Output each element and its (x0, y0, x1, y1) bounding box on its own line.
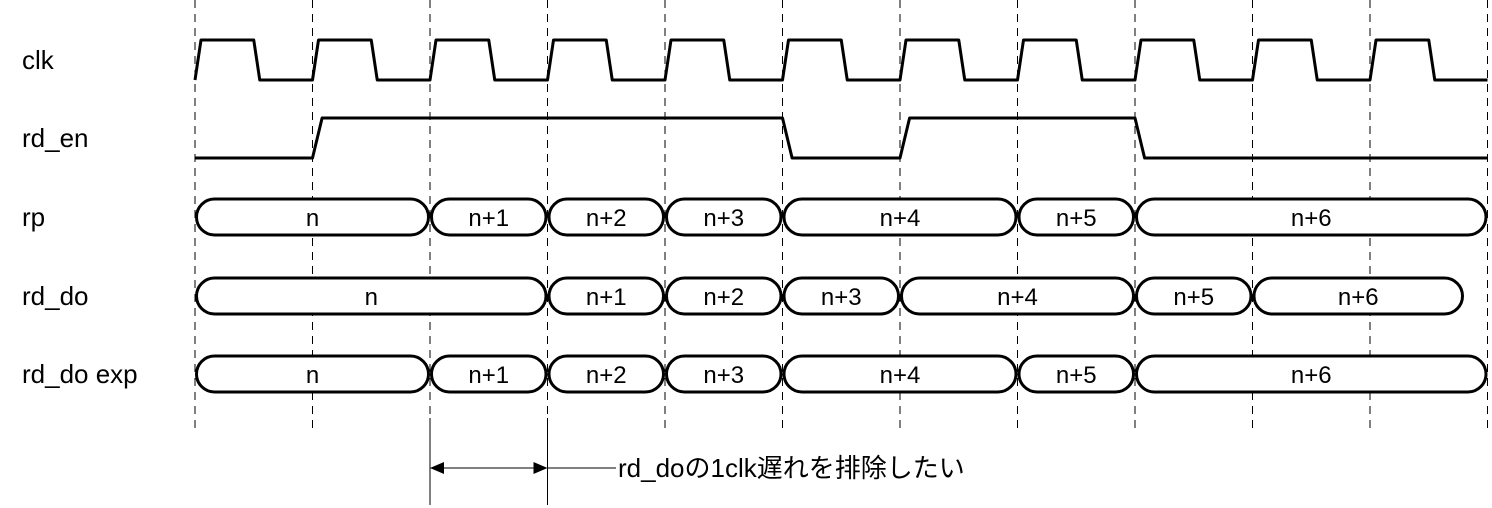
bus-value-rp: n+4 (880, 205, 921, 232)
bus-segment-rp (195, 197, 430, 237)
waveforms: n n+1 n+2 n+3 n+4 n+5 n+6 n n+1 n+2 n+3 n+4 n+5 n+6 n n… (193, 38, 1488, 394)
bus-segment-rd_do (547, 276, 665, 316)
bus-value-rd_do_exp: n+2 (586, 362, 627, 389)
bus-segment-rp (782, 197, 1018, 237)
bus-value-rd_do: n (365, 284, 378, 311)
bus-value-rd_do: n+3 (821, 284, 862, 311)
bus-value-rp: n+1 (468, 205, 509, 232)
bus-value-rd_do: n+4 (997, 284, 1038, 311)
bus-segment-rd_do (1252, 276, 1464, 316)
bus-segment-rd_do (1135, 276, 1253, 316)
bus-value-rp: n+5 (1056, 205, 1097, 232)
signal-label-rp: rp (22, 202, 45, 232)
bus-segment-rd_do (782, 276, 900, 316)
bus-value-rp: n+2 (586, 205, 627, 232)
bus-segment-rp (1017, 197, 1135, 237)
bus-value-rd_do_exp: n+1 (468, 362, 509, 389)
signal-label-clk: clk (22, 45, 55, 75)
bus-segment-rd_do_exp (1135, 354, 1488, 394)
bus-segment-rd_do_exp (665, 354, 783, 394)
signal-label-rd_en: rd_en (22, 123, 89, 153)
bus-value-rd_do: n+2 (703, 284, 744, 311)
bus-segment-rd_do_exp (1017, 354, 1135, 394)
bus-segment-rp (665, 197, 783, 237)
bus-value-rd_do_exp: n+6 (1291, 362, 1332, 389)
bus-value-rd_do_exp: n+3 (703, 362, 744, 389)
bus-value-rd_do_exp: n (306, 362, 319, 389)
annotation-text: rd_doの1clk遅れを排除したい (618, 453, 965, 483)
bus-segment-rd_do (900, 276, 1135, 316)
bus-segment-rd_do (665, 276, 783, 316)
bus-value-rd_do: n+1 (586, 284, 627, 311)
bus-segment-rp (1135, 197, 1488, 237)
bus-segment-rd_do_exp (782, 354, 1018, 394)
delay-annotation: rd_doの1clk遅れを排除したい (429, 418, 965, 505)
bus-value-rp: n (306, 205, 319, 232)
bus-value-rp: n+3 (703, 205, 744, 232)
bus-segment-rd_do (195, 276, 548, 316)
signal-label-rd_do_exp: rd_do exp (22, 359, 138, 389)
bus-segment-rp (547, 197, 665, 237)
bus-segment-rp (430, 197, 548, 237)
signal-label-rd_do: rd_do (22, 281, 89, 311)
bus-segment-rd_do_exp (547, 354, 665, 394)
waveform-rd_en (195, 116, 1488, 160)
bus-segment-rd_do_exp (430, 354, 548, 394)
bus-value-rd_do: n+6 (1338, 284, 1379, 311)
bus-value-rd_do: n+5 (1173, 284, 1214, 311)
waveform-clk (193, 38, 1488, 82)
bus-value-rd_do_exp: n+4 (880, 362, 921, 389)
bus-segment-rd_do_exp (195, 354, 430, 394)
bus-value-rp: n+6 (1291, 205, 1332, 232)
bus-value-rd_do_exp: n+5 (1056, 362, 1097, 389)
